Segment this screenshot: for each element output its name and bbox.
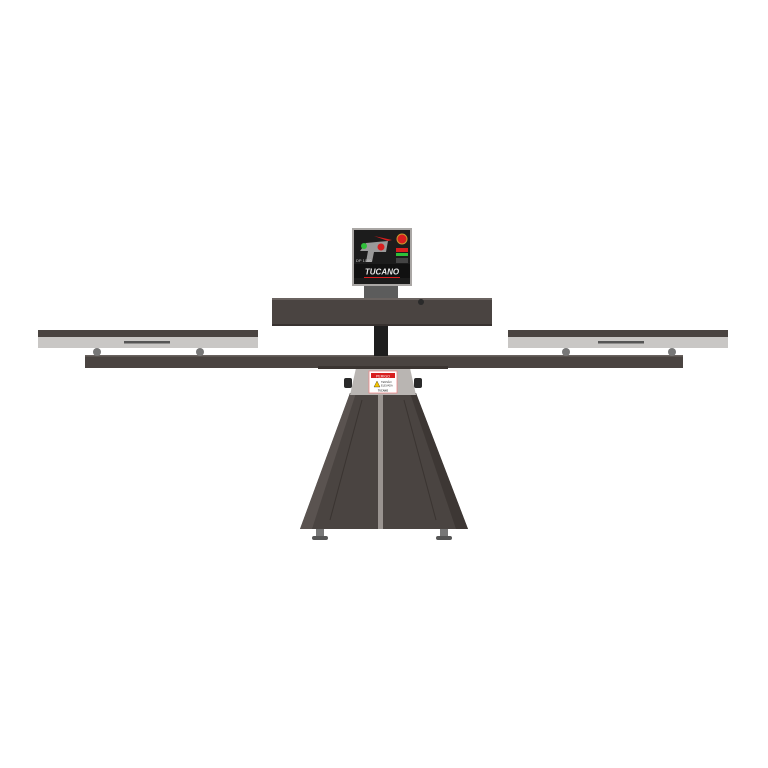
left-lower-platen bbox=[38, 330, 258, 356]
green-indicator-icon[interactable] bbox=[361, 243, 367, 249]
right-lower-platen bbox=[508, 330, 728, 356]
model-text: DP 1000 bbox=[356, 258, 372, 263]
feet bbox=[312, 527, 452, 540]
horizontal-beam bbox=[85, 355, 683, 369]
warning-label: PERIGO TENSÃO ELEVADA TUCANO bbox=[368, 370, 398, 394]
brand-logo: TUCANO bbox=[365, 268, 400, 277]
upper-platen bbox=[272, 298, 492, 326]
control-panel: DP 1000 TUCANO bbox=[352, 228, 412, 286]
cylinder-assembly bbox=[364, 284, 398, 300]
emergency-stop-icon[interactable] bbox=[396, 233, 408, 245]
warning-triangle-icon bbox=[373, 380, 381, 388]
warning-title: PERIGO bbox=[376, 374, 390, 378]
warning-brand: TUCANO bbox=[378, 390, 388, 393]
warning-line1: TENSÃO bbox=[381, 379, 392, 384]
warning-line2: ELEVADA bbox=[381, 384, 393, 388]
red-button-icon[interactable] bbox=[377, 243, 385, 251]
display bbox=[396, 253, 408, 256]
pyramid-base bbox=[300, 393, 468, 529]
